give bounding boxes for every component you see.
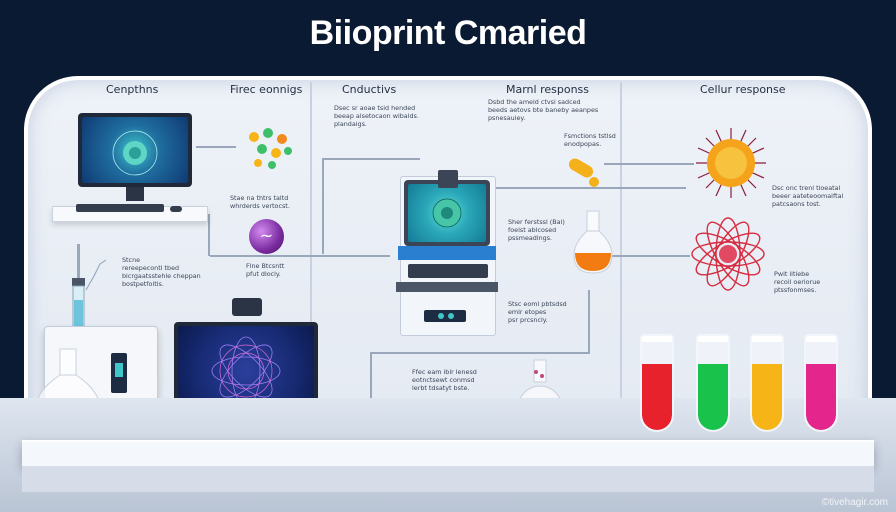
printer-tray [396,282,498,292]
computer-icon [78,113,192,187]
note-text: Sher ferstssl (Bal) foelst ablcosed pssm… [508,218,565,242]
note-text: Stcne rereepecontl tbed bicrgaatsstehle … [122,256,201,288]
note-text: Dsec sr aoae tsid hended beeap alsetocao… [334,104,419,128]
note-text: Stae na thtrs taltd whrderds vertocst. [230,194,290,210]
flask-icon [573,210,613,274]
note-text: Dsc onc trenl tioeatal beeer aateteoomai… [772,184,844,208]
column-heading-firec-eonnigs: Firec eonnigs [230,83,303,96]
printer-keyboard [408,264,488,278]
note-text: Ffec eam iblr lenesd eotnctsewt conmsd l… [412,368,477,392]
column-heading-cenpthns: Cenpthns [106,83,159,96]
counter [22,440,874,466]
cell-icon [691,217,765,291]
cell-icon [696,128,766,198]
divider [620,82,622,402]
analyzer-display [111,353,127,393]
bioprinter-icon [404,180,490,246]
connector-line [604,163,694,165]
column-heading-cnductivs: Cnductivs [342,83,397,96]
connector-line [370,352,372,430]
column-heading-cellur-response: Cellur response [700,83,786,96]
note-text: Pwit iltiebe recoil oeriorue ptssfonmses… [774,270,821,294]
bead-icon: ~ [249,219,284,254]
test-tube-icon [750,334,784,432]
mouse [170,206,182,212]
test-tube-icon [804,334,838,432]
printer-blue-bar [398,246,496,260]
keyboard [76,204,164,212]
connector-line [588,290,590,352]
test-tube-icon [640,334,674,432]
connector-line [322,158,324,254]
test-tube-icon [696,334,730,432]
divider [310,82,312,402]
monitor-stand [126,187,144,201]
molecule-icon [249,128,292,169]
page-title: Biioprint Cmaried [309,14,587,52]
note-text: Dsbd the ameld ctvsi sadced beeds aetovs… [488,98,599,122]
printer-display [424,310,466,322]
capsule-icon [568,158,599,187]
note-text: Stsc eoml pbtsdsd emlr etopes psr prcsnc… [508,300,567,324]
printer-head [438,170,458,188]
webcam [232,298,262,316]
connector-line [594,255,690,257]
connector-line [208,214,210,256]
syringe-icon [72,244,107,335]
counter-front [22,466,874,492]
note-text: Flne Btcsntt pfut dlocly. [246,262,285,278]
column-heading-marnl-responss: Marnl responss [506,83,590,96]
connector-line [322,158,420,160]
connector-line [496,187,686,189]
watermark: ©tivehagir.com [821,497,888,508]
connector-line [370,352,590,354]
note-text: Fsmctions tstlsd enodpopas. [564,132,616,148]
connector-line [210,255,390,257]
connector-line [196,146,236,148]
